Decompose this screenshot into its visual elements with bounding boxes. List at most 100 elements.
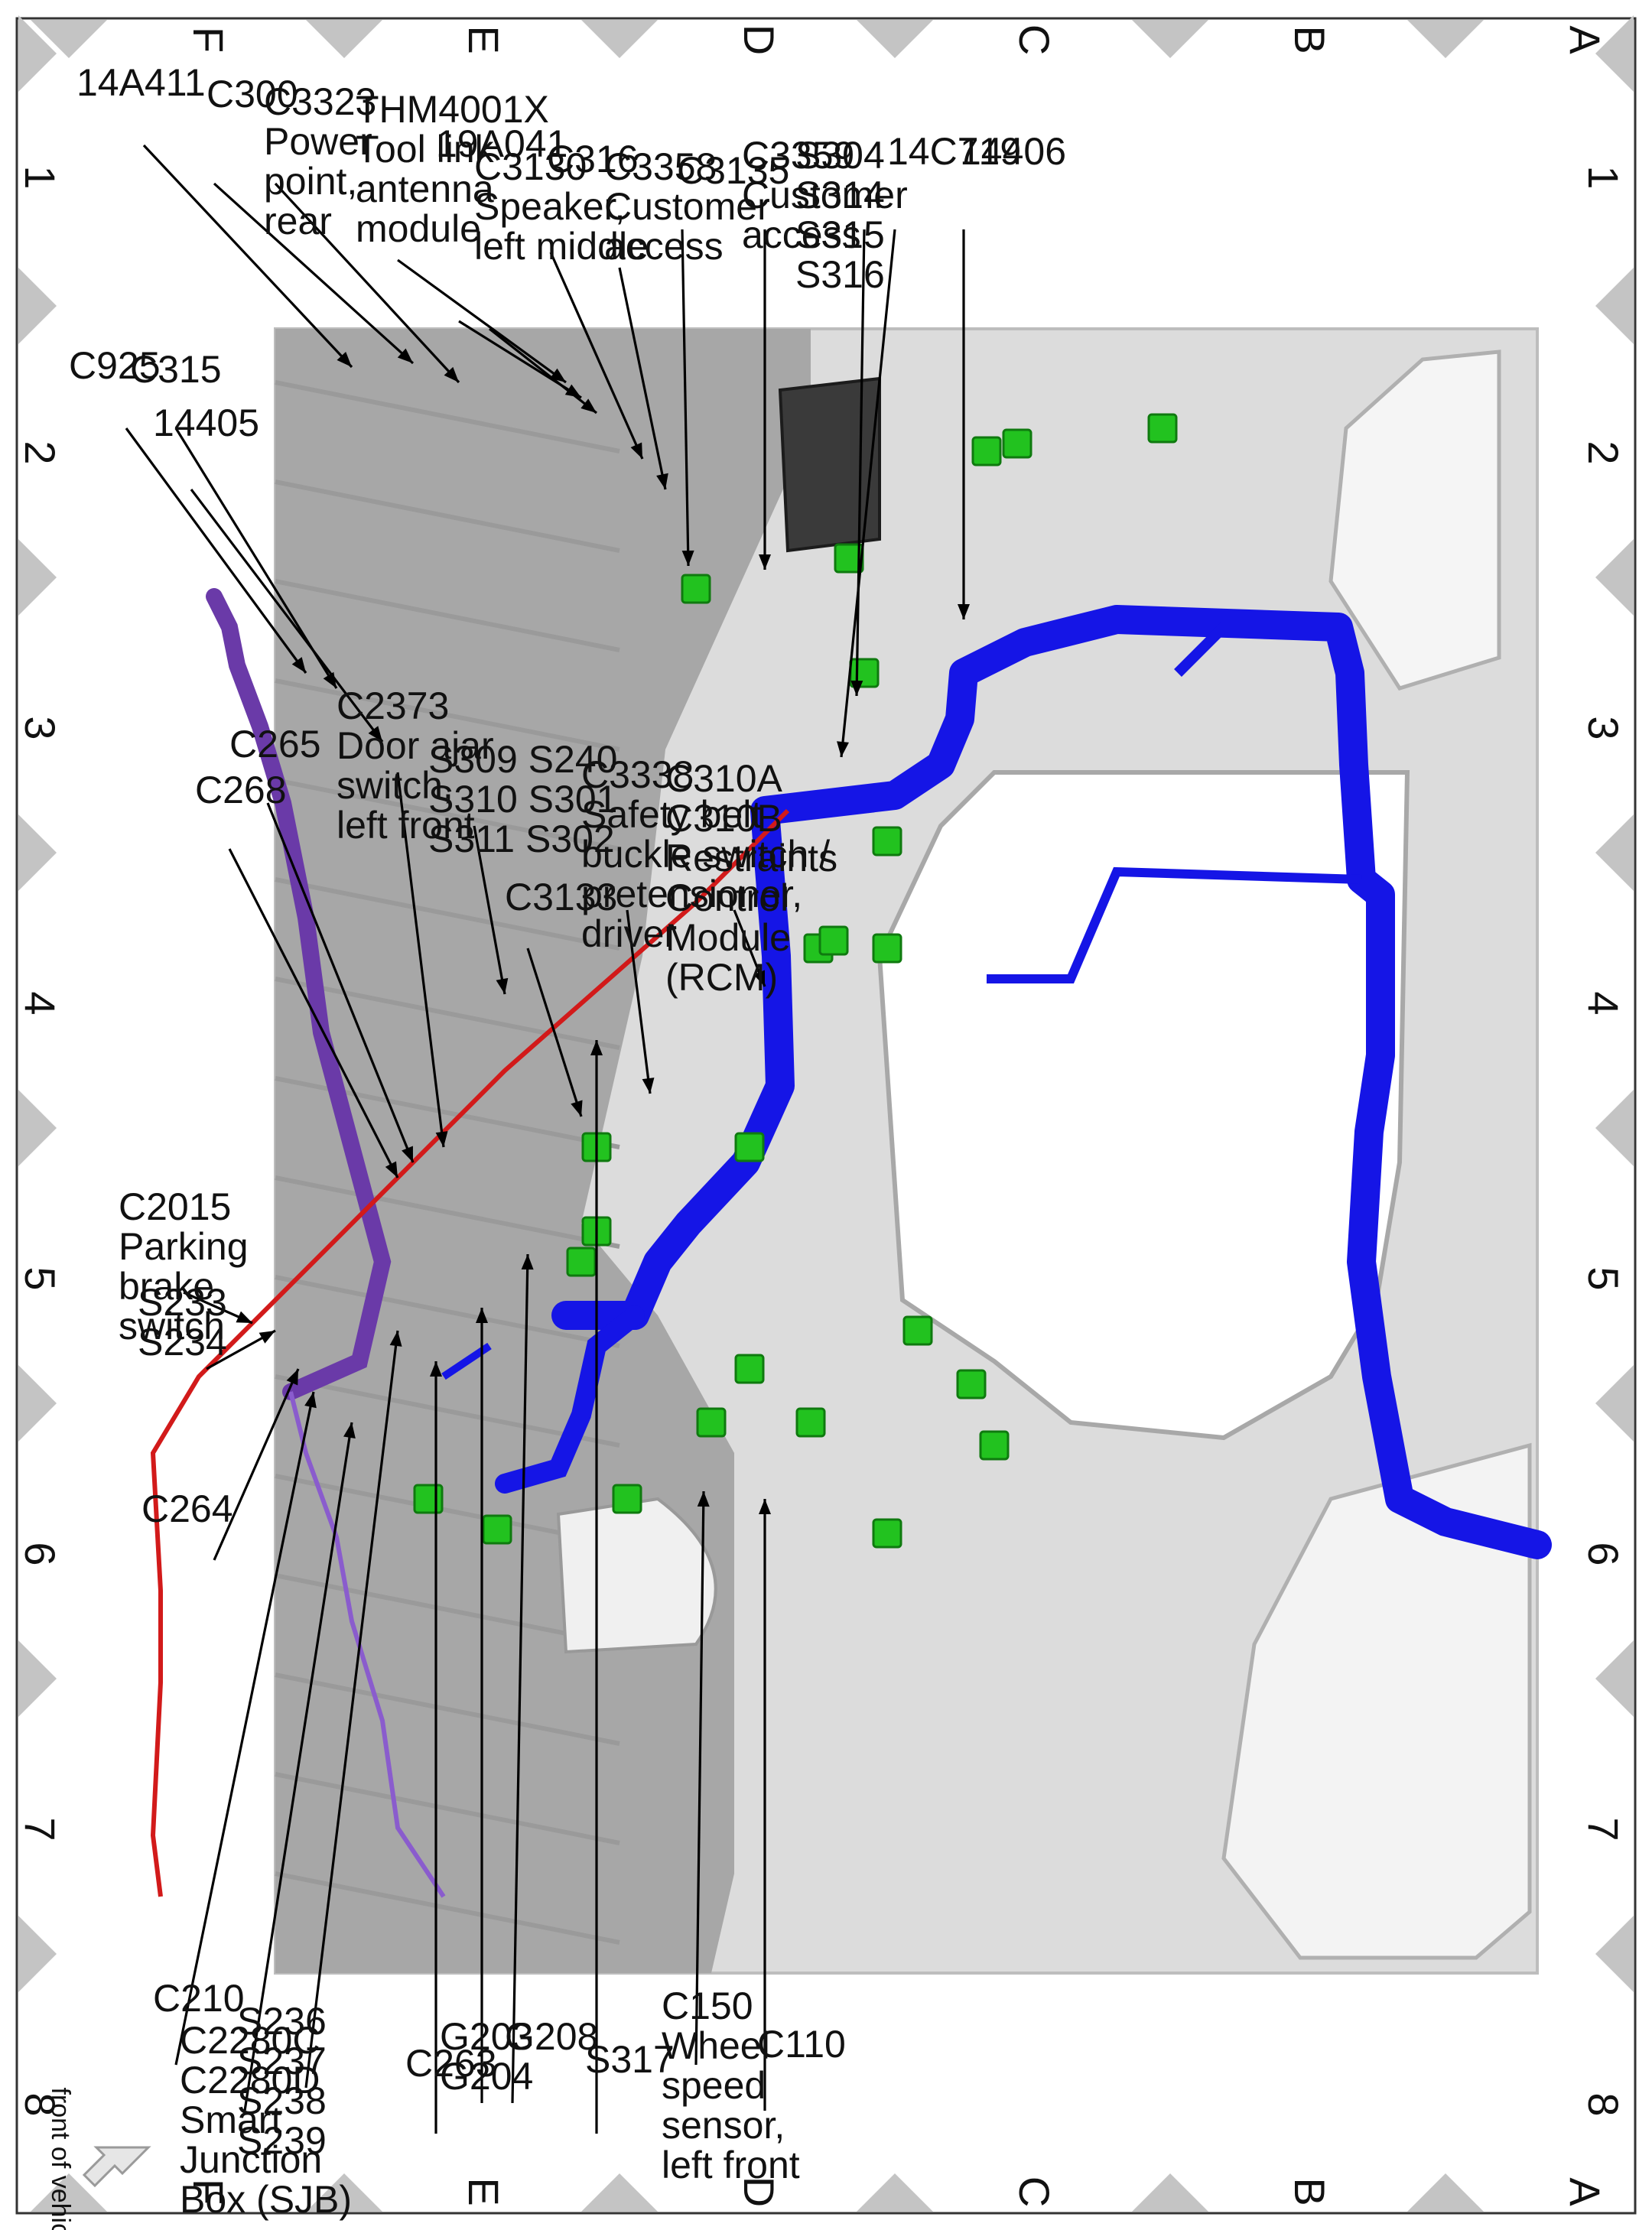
leader-arrowhead [304, 1392, 317, 1409]
rear-quarter-opening [1328, 349, 1501, 691]
leader-arrowhead [402, 1146, 413, 1162]
callout-label: 14405 [153, 401, 259, 444]
callout-label-line: C3135 [677, 149, 789, 192]
callout-label-line: C3133 [505, 876, 617, 918]
leader-arrowhead [368, 726, 382, 742]
connector-block [872, 933, 902, 964]
connector-block [834, 543, 864, 574]
leader-arrowhead [259, 1331, 275, 1344]
leader-line [396, 772, 445, 1148]
rcm-branch-harness [987, 866, 1362, 983]
callout-label-line: S316 [795, 253, 885, 296]
leader-arrowhead [397, 348, 413, 363]
callout-label: C925 [69, 344, 161, 387]
module-branch-harness [1174, 622, 1338, 677]
border-triangle [18, 539, 57, 616]
leader-line [681, 229, 690, 567]
border-triangle [1407, 2173, 1484, 2212]
callout-label-line: Wheel [662, 2024, 770, 2067]
callout-label-line: C2280D [180, 2059, 320, 2102]
callout-label-line: Door ajar [337, 724, 494, 767]
leader-line [228, 848, 399, 1178]
callout-label-line: S233 [138, 1281, 227, 1324]
callout-label-line: (RCM) [665, 956, 778, 999]
grid-row-label: C [1010, 24, 1059, 55]
leader-line [274, 182, 460, 384]
grid-row-label: F [184, 27, 233, 53]
floor-rib [275, 579, 620, 652]
grid-column-label: 4 [1579, 991, 1628, 1015]
leader-line [243, 1422, 353, 2111]
callout-label-line: switch [119, 1305, 225, 1347]
callout-label: C3135 [677, 149, 789, 192]
border-triangle [18, 1640, 57, 1717]
sjb-branch-harness [495, 1305, 645, 1494]
grid-column-label: 2 [1579, 440, 1628, 464]
floor-rib [275, 1573, 620, 1646]
callout-label-line: C310B [665, 797, 782, 840]
callout-label-line: 14A411 [76, 61, 206, 104]
wiring-harness-layer [150, 588, 1552, 1898]
callout-label-line: antenna [356, 167, 494, 210]
leader-arrowhead [343, 1422, 356, 1438]
callout-label-line: C310A [665, 757, 783, 800]
callout-label-line: Junction [180, 2138, 322, 2181]
door-opening [876, 770, 1410, 1441]
leader-arrowhead [759, 1499, 771, 1514]
grid-row-label: E [460, 2177, 508, 2206]
callout-label: C265 [229, 723, 321, 766]
floor-rib [275, 1672, 620, 1746]
callout-label-line: brake [119, 1265, 214, 1308]
leader-line [190, 489, 384, 743]
callout-label-line: THM4001X [356, 88, 549, 131]
front-door-opening [1221, 1442, 1532, 1960]
border-triangle [1595, 1640, 1634, 1717]
grid-row-label: E [460, 25, 508, 54]
border-triangle [18, 15, 57, 92]
arrow-icon [82, 2146, 151, 2188]
grid-row-label: B [1286, 2177, 1334, 2206]
border-triangle [31, 20, 107, 58]
leader-arrowhead [642, 1078, 655, 1094]
leader-line [526, 948, 583, 1117]
callout-label: C316 [547, 138, 639, 180]
grid-row-label: C [1010, 2176, 1059, 2207]
leader-arrowhead [435, 1131, 448, 1147]
callout-label: C110 [757, 2023, 846, 2066]
leader-arrowhead [590, 1040, 603, 1055]
callout-label: S317 [585, 2038, 675, 2081]
floor-rib [275, 479, 620, 553]
callout-label-line: C150 [662, 1985, 753, 2027]
connector-block [971, 436, 1002, 466]
callout-label: 14A411 [76, 61, 206, 104]
grid-row-label: B [1286, 25, 1334, 54]
border-triangle [18, 1916, 57, 1992]
front-of-vehicle-label: front of vehicle [46, 2087, 75, 2230]
grid-column-label: 1 [16, 165, 64, 189]
leader-line-layer [125, 144, 970, 2134]
callout-label-line: 19A041 [436, 122, 567, 165]
leader-arrowhead [430, 1361, 442, 1377]
floor-rib [275, 380, 620, 453]
callout-label-line: 14406 [960, 130, 1066, 173]
leader-arrowhead [656, 473, 668, 489]
callout-label-line: S309 S240 [428, 738, 617, 781]
callout-label-line: access [604, 225, 724, 268]
grid-column-label: 5 [16, 1266, 64, 1290]
border-triangle [18, 814, 57, 891]
connector-block [696, 1407, 727, 1438]
leader-arrowhead [389, 1331, 402, 1347]
connector-block [734, 1132, 765, 1162]
callout-label-line: Module [665, 916, 791, 959]
callout-label-line: Parking [119, 1225, 249, 1268]
callout-label-line: Power [264, 120, 372, 163]
